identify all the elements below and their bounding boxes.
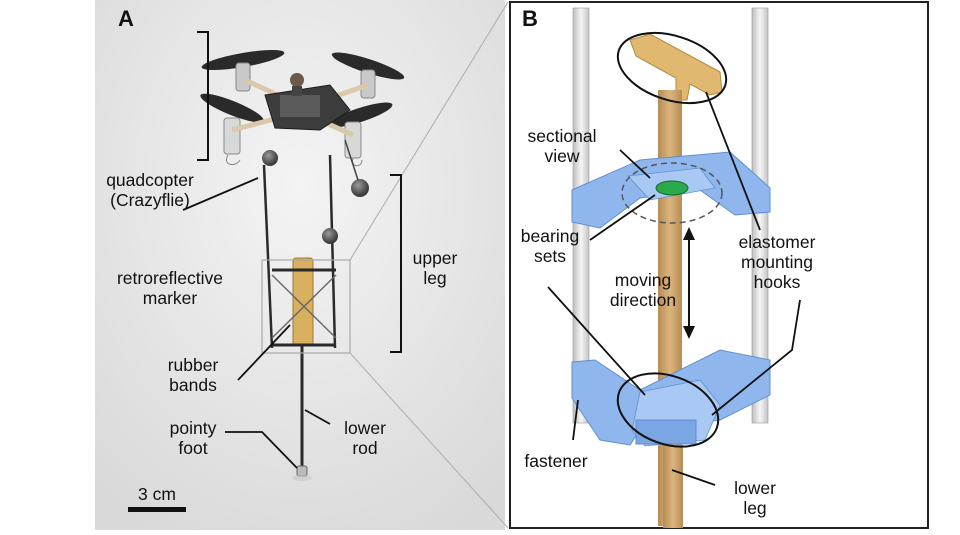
marker-label-line1: retroreflective [116,268,223,288]
zoom-line-top [349,1,509,261]
lower-leg-leader [671,469,716,486]
moving-direction-label: moving direction [598,270,688,310]
moving-direction-label-line2: direction [609,290,677,310]
hooks-leader-2 [711,299,801,416]
quadcopter-label-line2: (Crazyflie) [110,190,190,210]
hooks-leader-1 [705,91,761,231]
marker-ball [262,150,278,166]
lower-ellipse [616,372,720,448]
lower-rod-label: lower rod [330,418,400,458]
quadcopter-label: quadcopter (Crazyflie) [95,170,205,210]
sectional-ellipse [621,162,723,224]
marker-ball [322,228,338,244]
zoom-line-bottom [349,352,509,529]
marker-leader [182,177,259,211]
elastomer-hooks-label-line2: mounting [741,252,813,272]
leg-assembly-drawing [262,139,369,481]
sectional-view-label-line1: sectional [527,126,597,146]
rubber-leader [237,324,291,381]
sectional-view-label-line2: view [544,146,580,166]
handle-ellipse [616,31,728,105]
bearing-sets-label-line1: bearing [520,226,580,246]
bearing-sets-label-line2: sets [533,246,567,266]
sectional-leader [619,149,651,179]
marker-label-line2: marker [142,288,198,308]
moving-direction-label-line1: moving [614,270,672,290]
bearing-detail-drawing [571,7,771,528]
marker-ball [351,179,369,197]
upper-leg-bracket [390,174,402,353]
panel-b-letter: B [522,6,538,31]
bearing-sets-label: bearing sets [510,226,590,266]
upper-leg-label: upper leg [405,248,465,288]
scale-bar [128,507,186,512]
foot-leader [225,431,298,469]
lower-leg-label-line1: lower [734,478,776,498]
scale-bar-label: 3 cm [138,484,176,504]
lower-leg-label-line2: leg [743,498,767,518]
rubber-bands-label-line2: bands [169,375,217,395]
elastomer-hooks-label: elastomer mounting hooks [712,232,842,292]
pointy-foot-label-line2: foot [178,438,208,458]
sectional-view-label: sectional view [512,126,612,166]
quadcopter-label-line1: quadcopter [106,170,194,190]
elastomer-hooks-label-line3: hooks [753,272,801,292]
elastomer-hooks-label-line1: elastomer [738,232,816,252]
upper-leg-label-line1: upper [412,248,458,268]
rubber-bands-label: rubber bands [148,355,238,395]
moving-direction-arrow [683,227,695,339]
lower-rod-label-line2: rod [352,438,378,458]
bearing-leader-1 [589,194,656,241]
lower-leg-label: lower leg [720,478,790,518]
rubber-bands-label-line1: rubber [167,355,219,375]
quadcopter-drawing [200,49,405,167]
zoom-box [261,259,351,354]
panel-a-letter: A [118,6,134,31]
quadcopter-bracket [197,31,209,161]
upper-leg-label-line2: leg [423,268,447,288]
pointy-foot-label-line1: pointy [169,418,217,438]
pointy-foot-label: pointy foot [158,418,228,458]
fastener-leader [572,399,579,441]
rod-leader [304,409,331,425]
fastener-label: fastener [524,451,588,471]
lower-rod-label-line1: lower [344,418,386,438]
marker-label: retroreflective marker [100,268,240,308]
bearing-leader-2 [547,286,646,396]
